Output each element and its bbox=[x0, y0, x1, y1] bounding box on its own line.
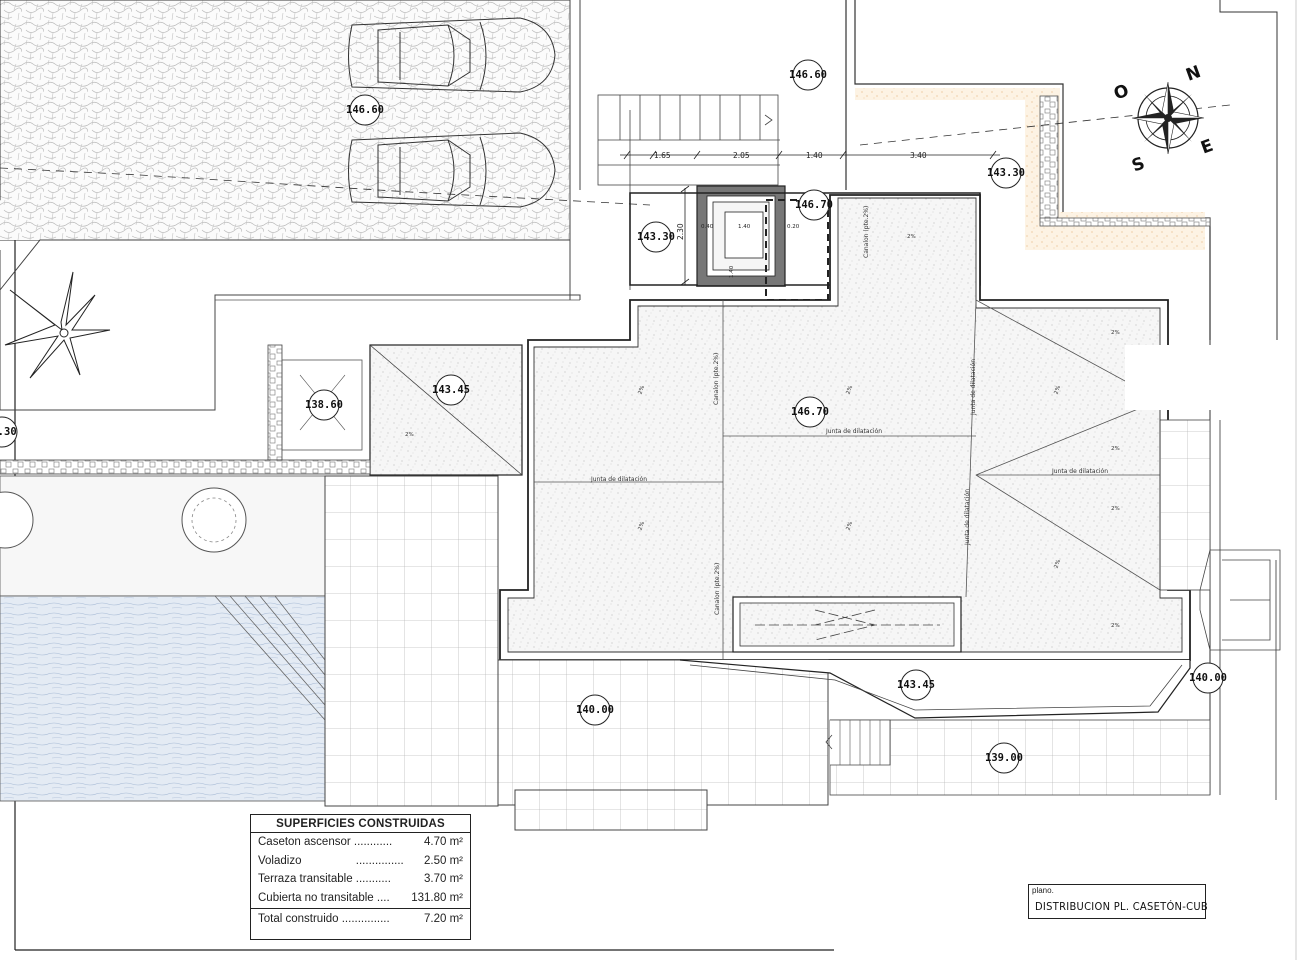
surfaces-table: SUPERFICIES CONSTRUIDAS Caseton ascensor… bbox=[250, 814, 471, 940]
level-marker: 143.30 bbox=[987, 157, 1025, 189]
slope-mark: 2% bbox=[637, 521, 646, 531]
svg-text:140.00: 140.00 bbox=[1189, 672, 1227, 684]
canalon-label-3: Canalon (pte.2%) bbox=[863, 206, 870, 258]
level-marker: 146.60 bbox=[346, 94, 384, 126]
canalon-label-2: Canalon (pte.2%) bbox=[714, 563, 721, 615]
dim-2-05: 2.05 bbox=[733, 151, 750, 160]
dim-1-40-inner: 1.40 bbox=[738, 224, 751, 230]
level-marker: 139.00 bbox=[985, 742, 1023, 774]
svg-text:139.00: 139.00 bbox=[985, 752, 1023, 764]
level-marker: 140.00 bbox=[1189, 662, 1227, 694]
compass-e: E bbox=[1198, 136, 1216, 159]
slope-mark: 2% bbox=[405, 432, 414, 438]
slope-mark: 2% bbox=[845, 385, 854, 395]
canalon-label-1: Canalon (pte.2%) bbox=[713, 353, 720, 405]
table-total-row: Total construido ............... 7.20 m² bbox=[251, 908, 470, 929]
dim-2-30: 2.30 bbox=[676, 223, 685, 240]
junta-label-2: Junta de dilatación bbox=[590, 476, 647, 483]
level-marker: 146.60 bbox=[789, 59, 827, 91]
junta-label-3: Junta de dilatación bbox=[1051, 468, 1108, 475]
level-marker: 138.60 bbox=[305, 389, 343, 421]
slope-mark: 2% bbox=[637, 385, 646, 395]
level-marker: 146.70 bbox=[791, 396, 829, 428]
table-row: Terraza transitable ........... 3.70 m² bbox=[258, 873, 463, 885]
compass-s: S bbox=[1129, 153, 1147, 176]
svg-text:143.45: 143.45 bbox=[432, 384, 470, 396]
slope-mark: 2% bbox=[907, 234, 916, 240]
table-row: Cubierta no transitable .... 131.80 m² bbox=[258, 891, 463, 904]
junta-label-1: Junta de dilatación bbox=[825, 428, 882, 435]
table-row: Caseton ascensor ............ 4.70 m² bbox=[258, 836, 463, 848]
junta-label-vertical-1: Junta de dilatación bbox=[970, 359, 977, 416]
plan-title: DISTRIBUCION PL. CASETÓN-CUB bbox=[1035, 900, 1208, 913]
slope-mark: 2% bbox=[1111, 330, 1120, 336]
svg-text:146.60: 146.60 bbox=[789, 69, 827, 81]
dim-1-40: 1.40 bbox=[806, 151, 823, 160]
svg-text:143.30: 143.30 bbox=[637, 231, 675, 243]
level-marker: 143.30 bbox=[637, 221, 675, 253]
table-row: Voladizo ............... 2.50 m² bbox=[258, 854, 463, 867]
plan-title-box: plano. DISTRIBUCION PL. CASETÓN-CUB bbox=[1028, 884, 1208, 919]
svg-text:143.30: 143.30 bbox=[987, 167, 1025, 179]
svg-text:143.45: 143.45 bbox=[897, 679, 935, 691]
slope-mark: 2% bbox=[1111, 506, 1120, 512]
slope-mark: 2% bbox=[1111, 446, 1120, 452]
surfaces-table-title: SUPERFICIES CONSTRUIDAS bbox=[251, 815, 470, 833]
dim-3-40: 3.40 bbox=[910, 151, 927, 160]
compass-o: O bbox=[1111, 81, 1131, 105]
slope-mark: 2% bbox=[1111, 623, 1120, 629]
slope-mark: 2% bbox=[1053, 559, 1062, 569]
compass-n: N bbox=[1183, 62, 1203, 86]
level-marker: 143.45 bbox=[897, 669, 935, 701]
svg-text:146.60: 146.60 bbox=[346, 104, 384, 116]
dim-1-40-vertical: 1.40 bbox=[729, 265, 735, 278]
slope-mark: 2% bbox=[845, 521, 854, 531]
svg-text:146.70: 146.70 bbox=[791, 406, 829, 418]
svg-text:146.70: 146.70 bbox=[795, 199, 833, 211]
svg-text:3.30: 3.30 bbox=[0, 426, 17, 438]
level-marker: 140.00 bbox=[576, 694, 614, 726]
slope-mark: 2% bbox=[1053, 385, 1062, 395]
level-marker: 143.45 bbox=[432, 374, 470, 406]
svg-text:140.00: 140.00 bbox=[576, 704, 614, 716]
level-marker: 3.30 bbox=[0, 416, 18, 448]
north-arrow-icon bbox=[1131, 81, 1205, 155]
plan-caption: plano. bbox=[1032, 886, 1054, 895]
junta-label-vertical-2: Junta de dilatación bbox=[964, 489, 971, 546]
svg-text:138.60: 138.60 bbox=[305, 399, 343, 411]
level-marker: 146.70 bbox=[795, 189, 833, 221]
dim-0-40: 0.40 bbox=[701, 224, 714, 230]
dim-0-20: 0.20 bbox=[787, 224, 800, 230]
dim-1-65: 1.65 bbox=[654, 151, 671, 160]
